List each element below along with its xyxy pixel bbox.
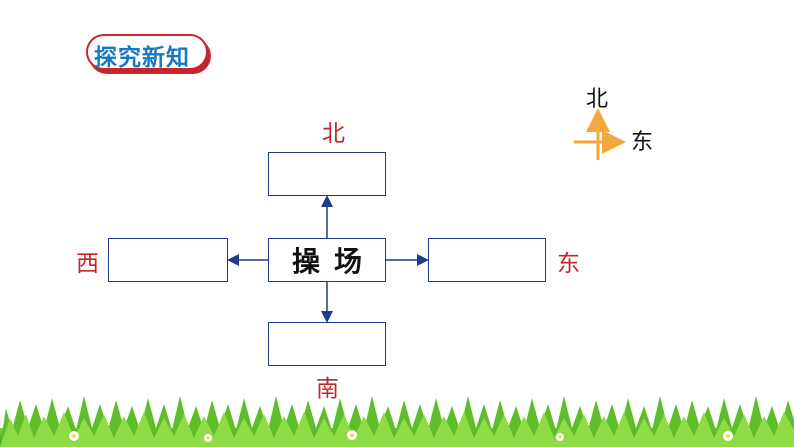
box-north xyxy=(268,152,386,196)
box-east xyxy=(428,238,546,282)
label-east: 东 xyxy=(557,251,580,277)
compass-north-label: 北 xyxy=(586,87,609,112)
box-west xyxy=(108,238,228,282)
section-tag: 探究新知 xyxy=(86,34,208,71)
compass-east-label: 东 xyxy=(631,130,654,155)
box-south xyxy=(268,322,386,366)
label-north: 北 xyxy=(322,121,345,147)
label-west: 西 xyxy=(76,251,99,277)
center-label: 操场 xyxy=(291,245,376,278)
box-center: 操场 xyxy=(268,238,386,282)
grass-decoration xyxy=(0,396,794,447)
section-tag-label: 探究新知 xyxy=(94,45,190,71)
label-south: 南 xyxy=(316,376,339,402)
compass-icon xyxy=(574,108,626,160)
